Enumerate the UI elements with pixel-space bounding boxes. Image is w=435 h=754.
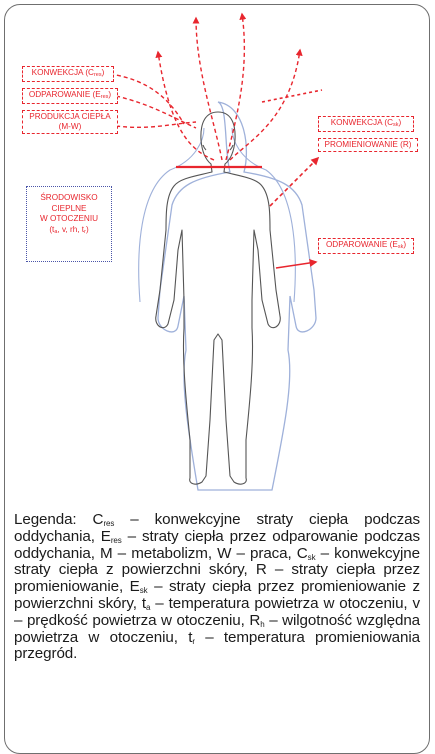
convection-res-arrows [158, 14, 300, 160]
label-radiation: PROMIENIOWANIE (R) [318, 138, 418, 152]
res-connector-lines [110, 74, 196, 128]
label-convection-res: KONWEKCJA (Cres) [22, 66, 114, 82]
environment-box: ŚRODOWISKO CIEPLNE W OTOCZENIU (ta, v, r… [26, 186, 112, 262]
label-heat-production: PRODUKCJA CIEPŁA (M-W) [22, 110, 118, 134]
heat-exchange-diagram: KONWEKCJA (Cres) ODPAROWANIE (Eres) PROD… [0, 0, 435, 510]
label-evaporation-sk: ODPAROWANIE (Esk) [318, 238, 414, 254]
label-convection-sk: KONWEKCJA (Csk) [318, 116, 414, 132]
legend-text: Legenda: Cres – konwekcyjne straty ciepł… [14, 512, 420, 663]
boundary-layer-outline [158, 102, 316, 490]
label-evaporation-res: ODPAROWANIE (Eres) [22, 88, 118, 104]
